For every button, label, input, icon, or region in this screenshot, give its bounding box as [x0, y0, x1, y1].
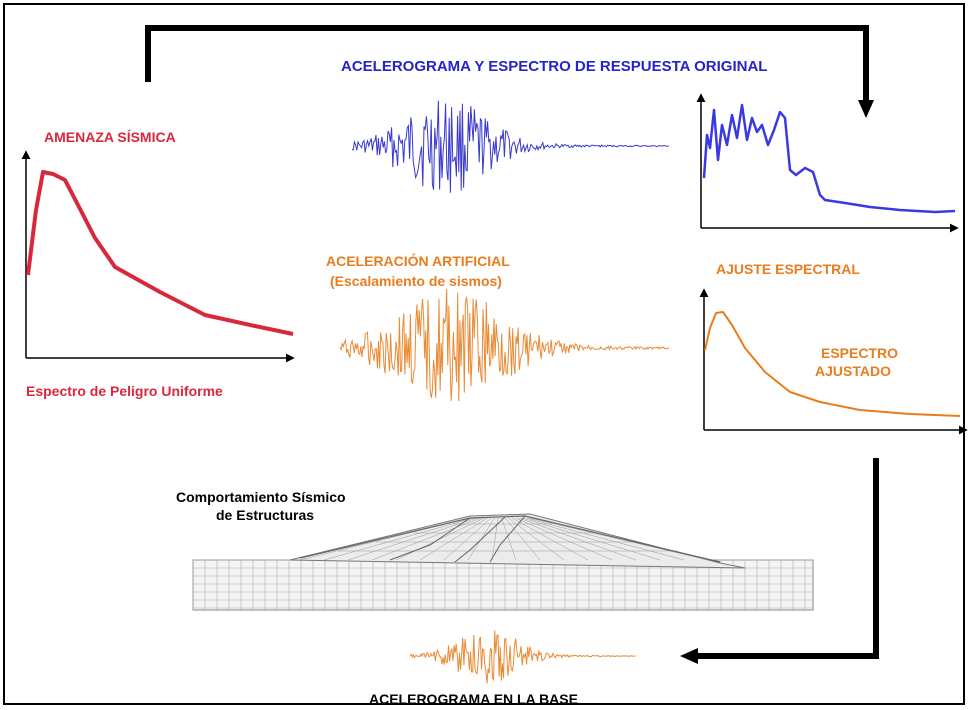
- uniform-hazard-label: Espectro de Peligro Uniforme: [26, 383, 223, 399]
- flow-arrow-bottom: [680, 458, 879, 664]
- uniform-hazard-curve: [26, 170, 294, 336]
- seismic-hazard-title: AMENAZA SÍSMICA: [44, 129, 176, 145]
- adjusted-spectrum-curve: [704, 311, 961, 417]
- uniform-hazard-spectrum-chart: [21, 150, 295, 363]
- adjusted-spectrum-chart: [699, 288, 968, 435]
- flow-arrow-top: [145, 25, 874, 118]
- base-accelerogram: [409, 630, 636, 684]
- structure-behavior-label-1: Comportamiento Sísmico: [176, 489, 346, 505]
- adjusted-spectrum-label-1: ESPECTRO: [821, 345, 899, 361]
- original-accelerogram: [351, 100, 669, 193]
- artificial-subtitle: (Escalamiento de sismos): [330, 273, 502, 289]
- structure-behavior-label-2: de Estructuras: [216, 507, 315, 523]
- artificial-title: ACELERACIÓN ARTIFICIAL: [326, 253, 510, 269]
- dam-structure-mesh: [192, 513, 814, 611]
- spectral-adjust-title: AJUSTE ESPECTRAL: [716, 261, 860, 277]
- original-spectrum-curve: [702, 103, 956, 214]
- adjusted-spectrum-label-2: AJUSTADO: [815, 363, 891, 379]
- artificial-accelerogram: [339, 289, 670, 402]
- original-title: ACELEROGRAMA Y ESPECTRO DE RESPUESTA ORI…: [341, 58, 768, 75]
- base-accelerogram-label: ACELEROGRAMA EN LA BASE: [369, 691, 578, 707]
- original-spectrum-chart: [696, 93, 959, 233]
